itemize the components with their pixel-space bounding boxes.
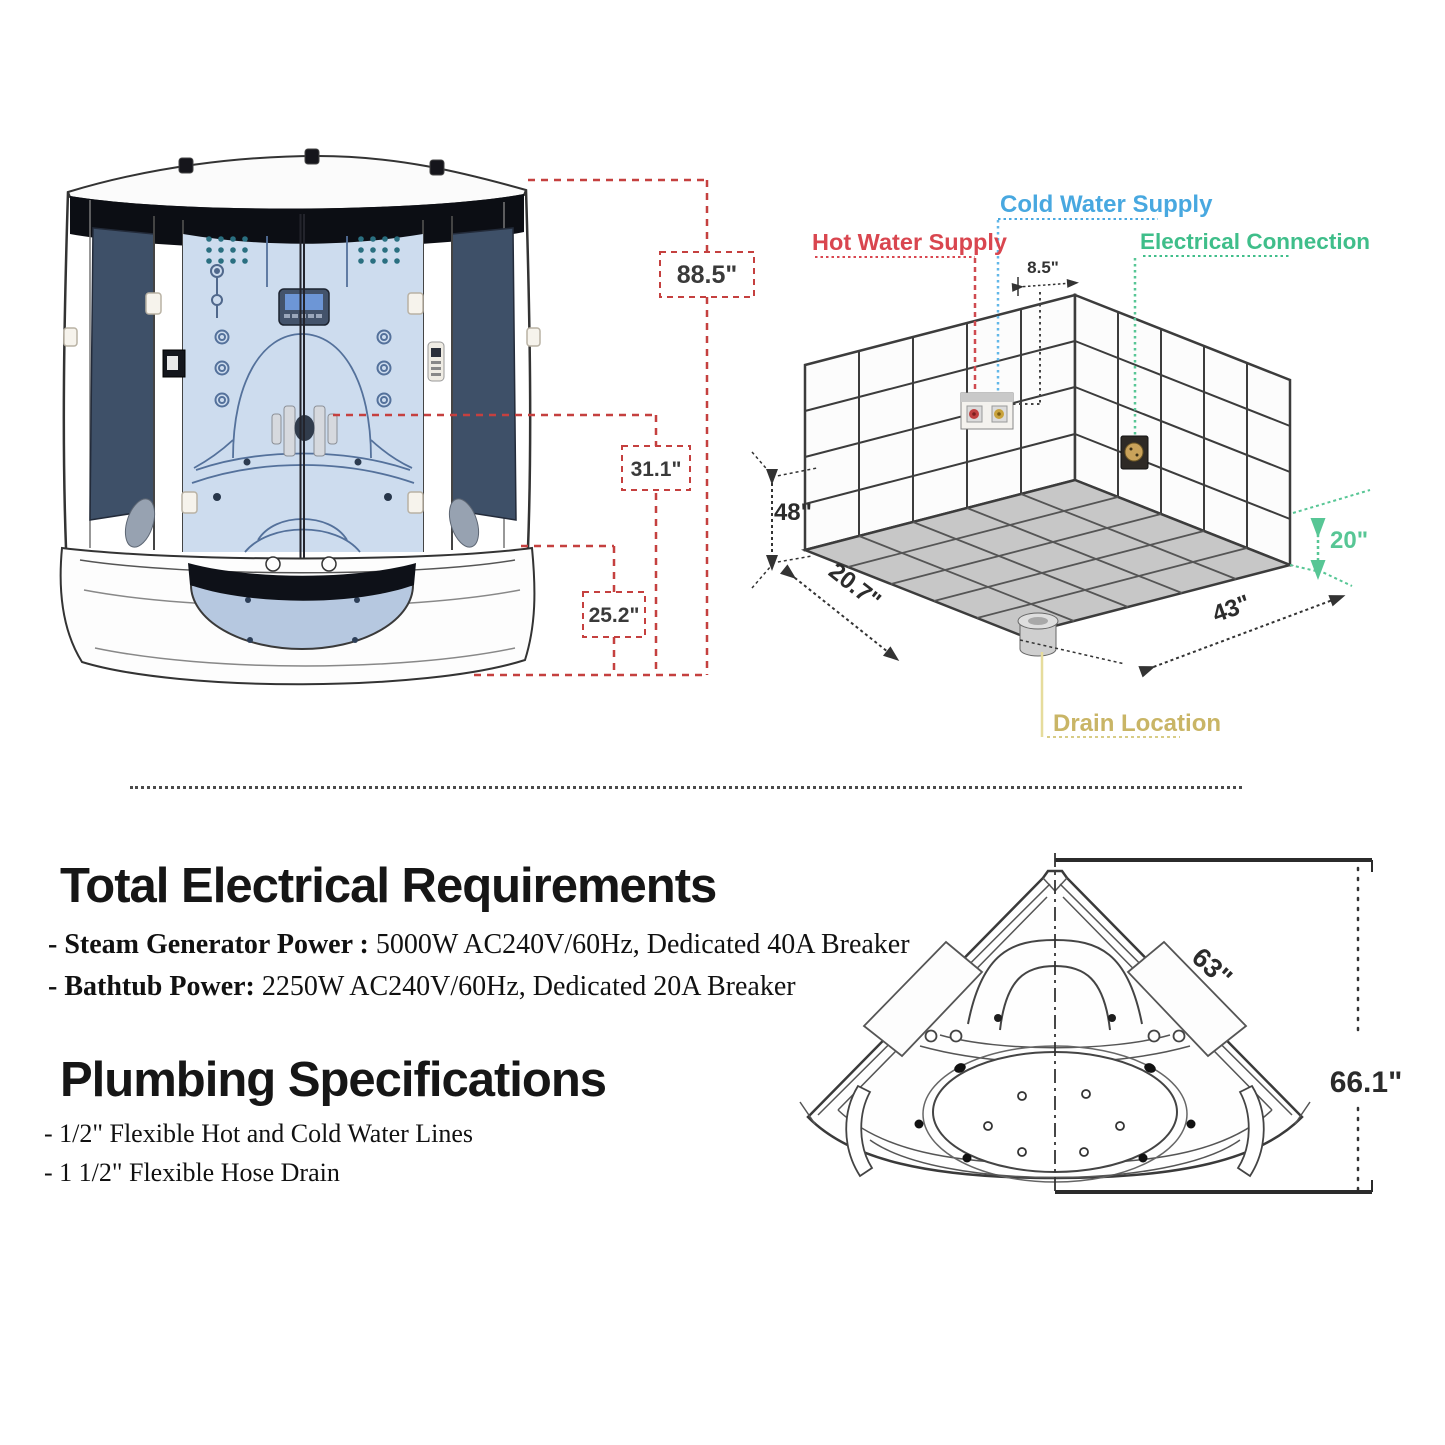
dim-tub-height: 25.2" — [589, 604, 640, 627]
left-side-glass-panel — [89, 227, 155, 521]
dim-supply-offset: 8.5" — [1027, 258, 1059, 277]
door-bottom-tint-band — [188, 563, 416, 601]
drain-fitting — [1017, 612, 1059, 657]
soap-dish — [162, 349, 186, 378]
door-pull-notch-right — [321, 556, 337, 572]
pillow-jet-left — [994, 1014, 1002, 1022]
low-jet-right — [384, 493, 392, 501]
steam-generator-power-label: - Steam Generator Power : — [48, 929, 369, 960]
shower-roof — [66, 154, 528, 211]
cold-water-supply-label: Cold Water Supply — [1000, 191, 1213, 218]
body-jets — [214, 329, 392, 408]
wall-tile-grid — [804, 309, 1291, 548]
electrical-connection-label: Electrical Connection — [1140, 229, 1370, 254]
center-handle-mount — [271, 405, 338, 457]
dim-side-right: 43" — [1209, 590, 1254, 628]
hand-shower — [210, 264, 224, 318]
headrest-pillow-left — [124, 498, 156, 548]
hot-water-supply-label: Hot Water Supply — [812, 229, 1007, 255]
right-outer-frame — [524, 189, 532, 549]
tub-top-view-diagram: 66.1" 63" — [799, 853, 1403, 1194]
dim-supply-height: 48" — [774, 499, 812, 526]
panel-screws — [245, 597, 360, 643]
plumbing-item-water-lines: - 1/2" Flexible Hot and Cold Water Lines — [44, 1119, 474, 1148]
bathtub-power-line: - Bathtub Power: 2250W AC240V/60Hz, Dedi… — [48, 971, 796, 1003]
shower-front-elevation-diagram: 88.5" 31.1" 25.2" — [59, 148, 755, 686]
floor-tile-grid — [847, 493, 1248, 622]
right-side-glass-panel — [451, 227, 517, 521]
supply-offset-dimension: 8.5" — [1011, 258, 1079, 296]
door-pull-notch-left — [265, 556, 281, 572]
dim-outlet-height: 20" — [1330, 527, 1368, 554]
basin-jets — [983, 1089, 1125, 1157]
plumbing-item-hose-drain: - 1 1/2" Flexible Hose Drain — [44, 1158, 340, 1187]
steam-jet-dot-grid — [206, 236, 400, 264]
drain-location-label: Drain Location — [1053, 710, 1221, 737]
seat-jet-right — [354, 458, 362, 466]
roof-vent-knobs — [178, 148, 445, 176]
interior-outlines — [191, 236, 415, 553]
steam-generator-power-line: - Steam Generator Power : 5000W AC240V/6… — [48, 929, 910, 961]
bathtub-power-value: 2250W AC240V/60Hz, Dedicated 20A Breaker — [254, 971, 796, 1002]
electrical-outlet — [1120, 435, 1149, 470]
left-outer-frame — [62, 191, 70, 549]
section-divider — [130, 786, 1242, 789]
electrical-requirements-heading: Total Electrical Requirements — [60, 859, 717, 913]
headrest-pillow-right — [448, 498, 480, 548]
outlet-height-dimension: 20" — [1289, 489, 1371, 587]
basin-rim-jets — [914, 1063, 1196, 1163]
plumbing-specifications-heading: Plumbing Specifications — [60, 1053, 607, 1107]
dim-seat-height: 31.1" — [631, 458, 682, 481]
low-jet-left — [213, 493, 221, 501]
hinge-tabs — [63, 292, 541, 514]
remote-control — [427, 341, 445, 382]
grab-bar-left — [845, 1084, 874, 1178]
bathtub-power-label: - Bathtub Power: — [48, 971, 255, 1002]
pillow-jet-right — [1108, 1014, 1116, 1022]
installation-requirements-diagram: 8.5" 48" 20.7" 43" 20" Hot Water Supply … — [751, 191, 1371, 738]
tub-rim-line — [79, 559, 516, 574]
dimension-labels: 88.5" 31.1" 25.2" — [582, 251, 755, 638]
armrest-panel-right — [1126, 940, 1248, 1058]
grab-bar-right — [1236, 1084, 1265, 1178]
steam-generator-power-value: 5000W AC240V/60Hz, Dedicated 40A Breaker — [368, 929, 910, 960]
deck-jets — [924, 1029, 1186, 1043]
dim-overall-height: 88.5" — [677, 261, 738, 289]
supply-offset-leader — [1013, 292, 1041, 405]
armrest-panel-left — [862, 940, 984, 1058]
supply-height-dimension: 48" — [751, 451, 818, 589]
seat-jet-left — [243, 458, 251, 466]
dim-overall-depth: 66.1" — [1330, 1066, 1403, 1099]
water-supply-box — [960, 392, 1014, 430]
door-split-line — [299, 214, 305, 585]
